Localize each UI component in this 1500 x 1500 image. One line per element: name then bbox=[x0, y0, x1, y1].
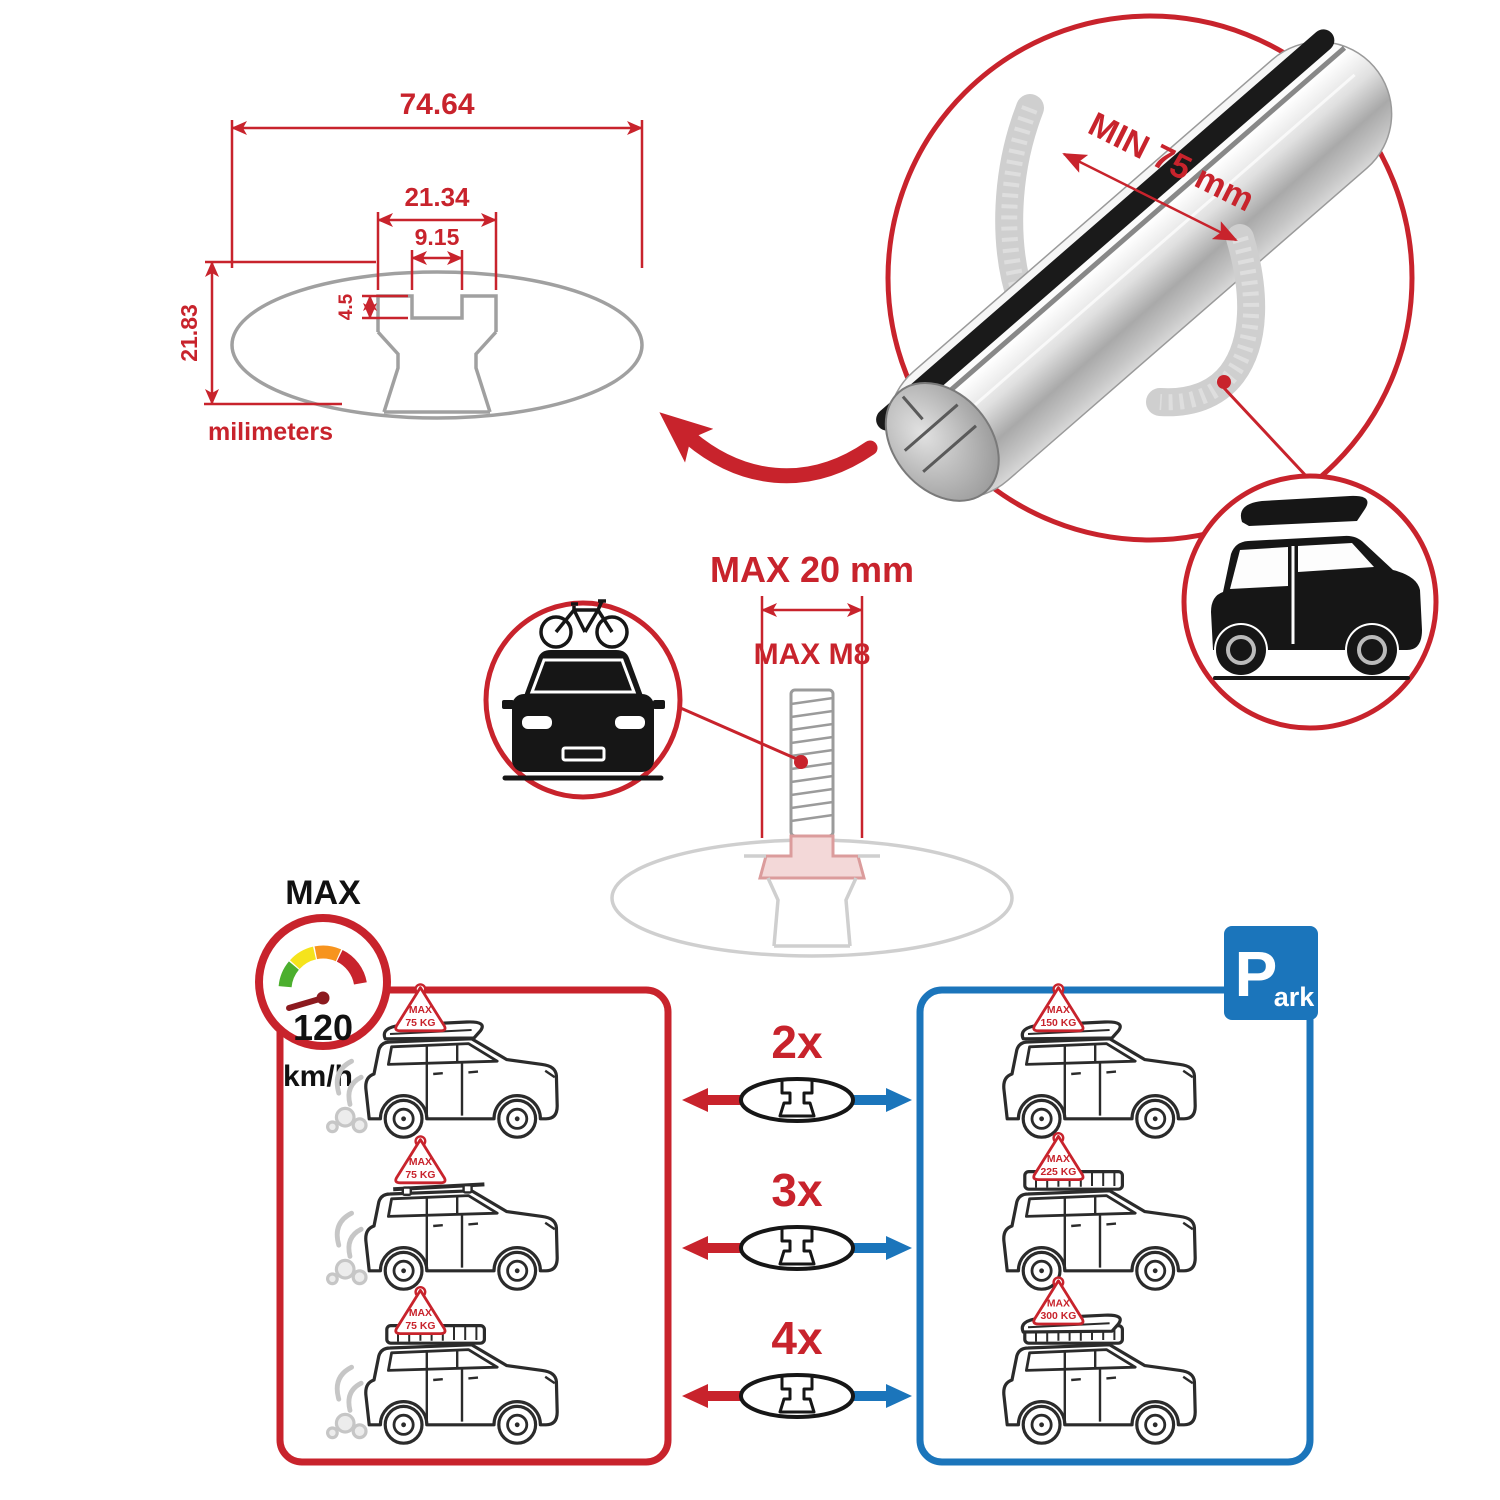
quantity-label: 4x bbox=[771, 1312, 823, 1364]
clamp-point-dot bbox=[1217, 375, 1231, 389]
bicycle-icon bbox=[539, 599, 629, 649]
quantity-label: 3x bbox=[771, 1164, 823, 1216]
arrow-right-head bbox=[886, 1384, 912, 1408]
dim-slot-width-label: 9.15 bbox=[415, 224, 460, 250]
badge-line1: MAX bbox=[409, 1005, 432, 1016]
option-row-3: 4x bbox=[682, 1312, 912, 1419]
bolt-ext-lines bbox=[760, 596, 864, 838]
car-driving-2: MAX 75 KG bbox=[328, 1135, 559, 1291]
load-badge: MAX 75 KG bbox=[394, 983, 447, 1033]
arrow-right-head bbox=[886, 1088, 912, 1112]
car-parked-3: MAX 300 KG bbox=[1002, 1276, 1197, 1445]
badge-line1: MAX bbox=[1047, 1005, 1070, 1016]
speed-unit: km/h bbox=[283, 1060, 353, 1093]
suv-roofbox-circle bbox=[1181, 473, 1439, 731]
suv-roofbox-icon bbox=[1211, 495, 1422, 680]
clamp-ghost-front bbox=[1146, 224, 1266, 417]
dim-ext-total bbox=[230, 120, 644, 268]
pointer-arrow bbox=[659, 412, 878, 484]
badge-line2: 75 KG bbox=[405, 1018, 435, 1029]
crossbar-section-icon bbox=[739, 1225, 855, 1271]
bolt-spec: MAX 20 mm MAX M8 bbox=[610, 549, 1014, 958]
car-front-bike-icon bbox=[502, 599, 665, 781]
dim-ext-height bbox=[204, 260, 376, 406]
car-parked-2: MAX 225 KG bbox=[1002, 1131, 1197, 1291]
technical-drawing: 74.64 21.34 9.15 4.5 21.83 milimeters bbox=[176, 88, 644, 446]
bolt-point-dot bbox=[794, 755, 808, 769]
speedometer: MAX 120 km/h bbox=[255, 874, 391, 1093]
dim-profile-height-label: 21.83 bbox=[176, 304, 202, 362]
bolt-threads bbox=[790, 696, 834, 823]
connector-line bbox=[1222, 386, 1310, 480]
badge-line2: 150 KG bbox=[1040, 1018, 1076, 1029]
dim-ext-slot bbox=[410, 250, 464, 290]
badge-line1: MAX bbox=[1047, 1154, 1070, 1165]
profile-slot bbox=[376, 294, 498, 332]
badge-line1: MAX bbox=[409, 1157, 432, 1168]
option-row-2: 3x bbox=[682, 1164, 912, 1271]
quantity-label: 2x bbox=[771, 1016, 823, 1068]
badge-line1: MAX bbox=[1047, 1298, 1070, 1309]
load-badge: MAX 300 KG bbox=[1032, 1276, 1085, 1326]
speed-value: 120 bbox=[293, 1007, 353, 1048]
unit-label: milimeters bbox=[208, 418, 333, 446]
car-driving-3: MAX 75 KG bbox=[328, 1285, 559, 1445]
min-span-arrow bbox=[1062, 152, 1238, 242]
speed-max-label: MAX bbox=[285, 874, 361, 912]
aluminium-bar bbox=[876, 29, 1393, 502]
parking-sign: P ark bbox=[1224, 926, 1318, 1020]
bolt-t-head bbox=[758, 834, 866, 880]
ghost-profile-stem bbox=[744, 854, 880, 948]
bar-end-face bbox=[884, 381, 1000, 502]
parking-sign-suffix: ark bbox=[1274, 982, 1316, 1012]
crossbar-closeup: MIN 75 mm bbox=[876, 13, 1415, 543]
badge-line2: 75 KG bbox=[405, 1321, 435, 1332]
badge-line2: 225 KG bbox=[1040, 1167, 1076, 1178]
bolt-leader-line bbox=[675, 704, 800, 762]
option-row-1: 2x bbox=[682, 1016, 912, 1123]
dim-slot-depth-label: 4.5 bbox=[336, 293, 357, 320]
parking-sign-letter: P bbox=[1235, 938, 1278, 1010]
crossbar-section-icon bbox=[739, 1373, 855, 1419]
load-badge: MAX 150 KG bbox=[1032, 983, 1085, 1033]
arrow-left-head bbox=[682, 1088, 708, 1112]
load-badge: MAX 75 KG bbox=[394, 1285, 447, 1335]
arrow-left-head bbox=[682, 1236, 708, 1260]
bolt-max-width-label: MAX 20 mm bbox=[710, 549, 914, 590]
badge-line2: 300 KG bbox=[1040, 1311, 1076, 1322]
badge-line2: 75 KG bbox=[405, 1170, 435, 1181]
car-front-circle bbox=[483, 599, 683, 800]
profile-ellipse bbox=[230, 270, 644, 420]
load-badge: MAX 225 KG bbox=[1032, 1131, 1085, 1181]
arrow-right-head bbox=[886, 1236, 912, 1260]
crossbar-section-icon bbox=[739, 1077, 855, 1123]
bolt-max-thread-label: MAX M8 bbox=[754, 638, 871, 671]
load-badge: MAX 75 KG bbox=[394, 1135, 447, 1185]
speedometer-icon bbox=[255, 914, 391, 1050]
dim-total-width-label: 74.64 bbox=[399, 88, 474, 121]
badge-line1: MAX bbox=[409, 1308, 432, 1319]
car-parked-1: MAX 150 KG bbox=[1002, 983, 1197, 1139]
arrow-left-head bbox=[682, 1384, 708, 1408]
parking-sign-square bbox=[1224, 926, 1318, 1020]
car-driving-1: MAX 75 KG bbox=[328, 983, 559, 1139]
gauge-arcs bbox=[278, 945, 367, 988]
profile-stem bbox=[376, 330, 498, 414]
dim-channel-width-label: 21.34 bbox=[404, 182, 470, 212]
